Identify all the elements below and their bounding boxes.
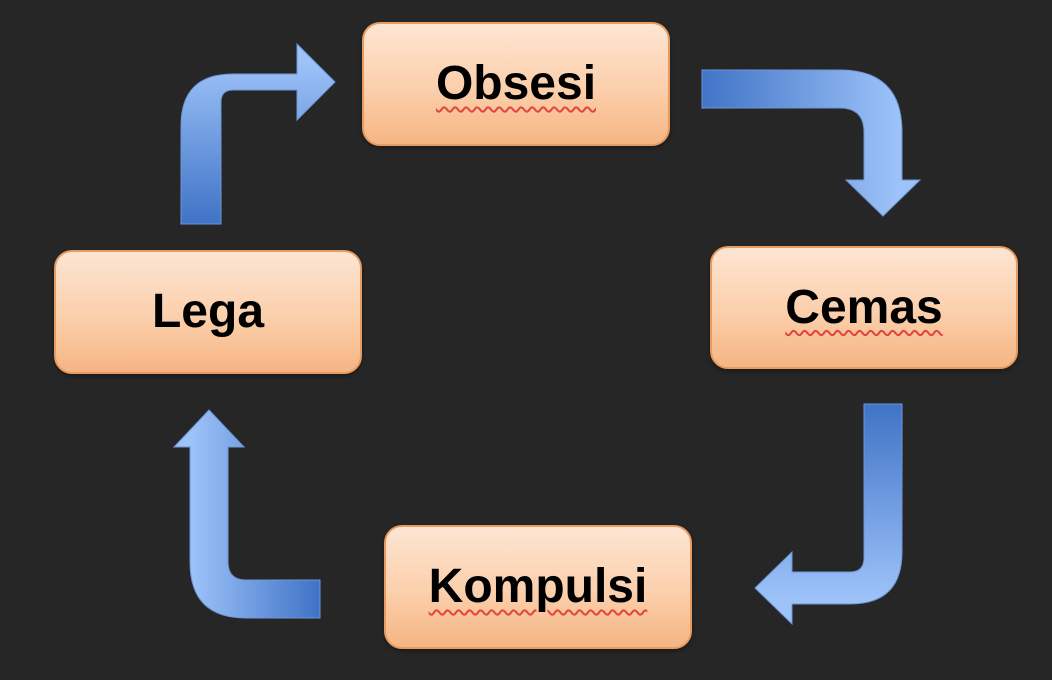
node-kompulsi: Kompulsi	[384, 525, 692, 649]
node-label-kompulsi: Kompulsi	[428, 560, 648, 613]
node-lega: Lega	[54, 250, 362, 374]
node-cemas: Cemas	[710, 246, 1018, 369]
node-obsesi: Obsesi	[362, 22, 670, 146]
arrow-cemas-to-kompulsi	[754, 403, 903, 626]
node-label-cemas: Cemas	[785, 280, 943, 334]
node-label-lega: Lega	[151, 285, 265, 338]
arrow-lega-to-obsesi	[180, 42, 336, 225]
arrow-obsesi-to-cemas	[701, 69, 922, 217]
arrow-kompulsi-to-lega	[172, 409, 321, 619]
node-label-obsesi: Obsesi	[435, 57, 597, 110]
